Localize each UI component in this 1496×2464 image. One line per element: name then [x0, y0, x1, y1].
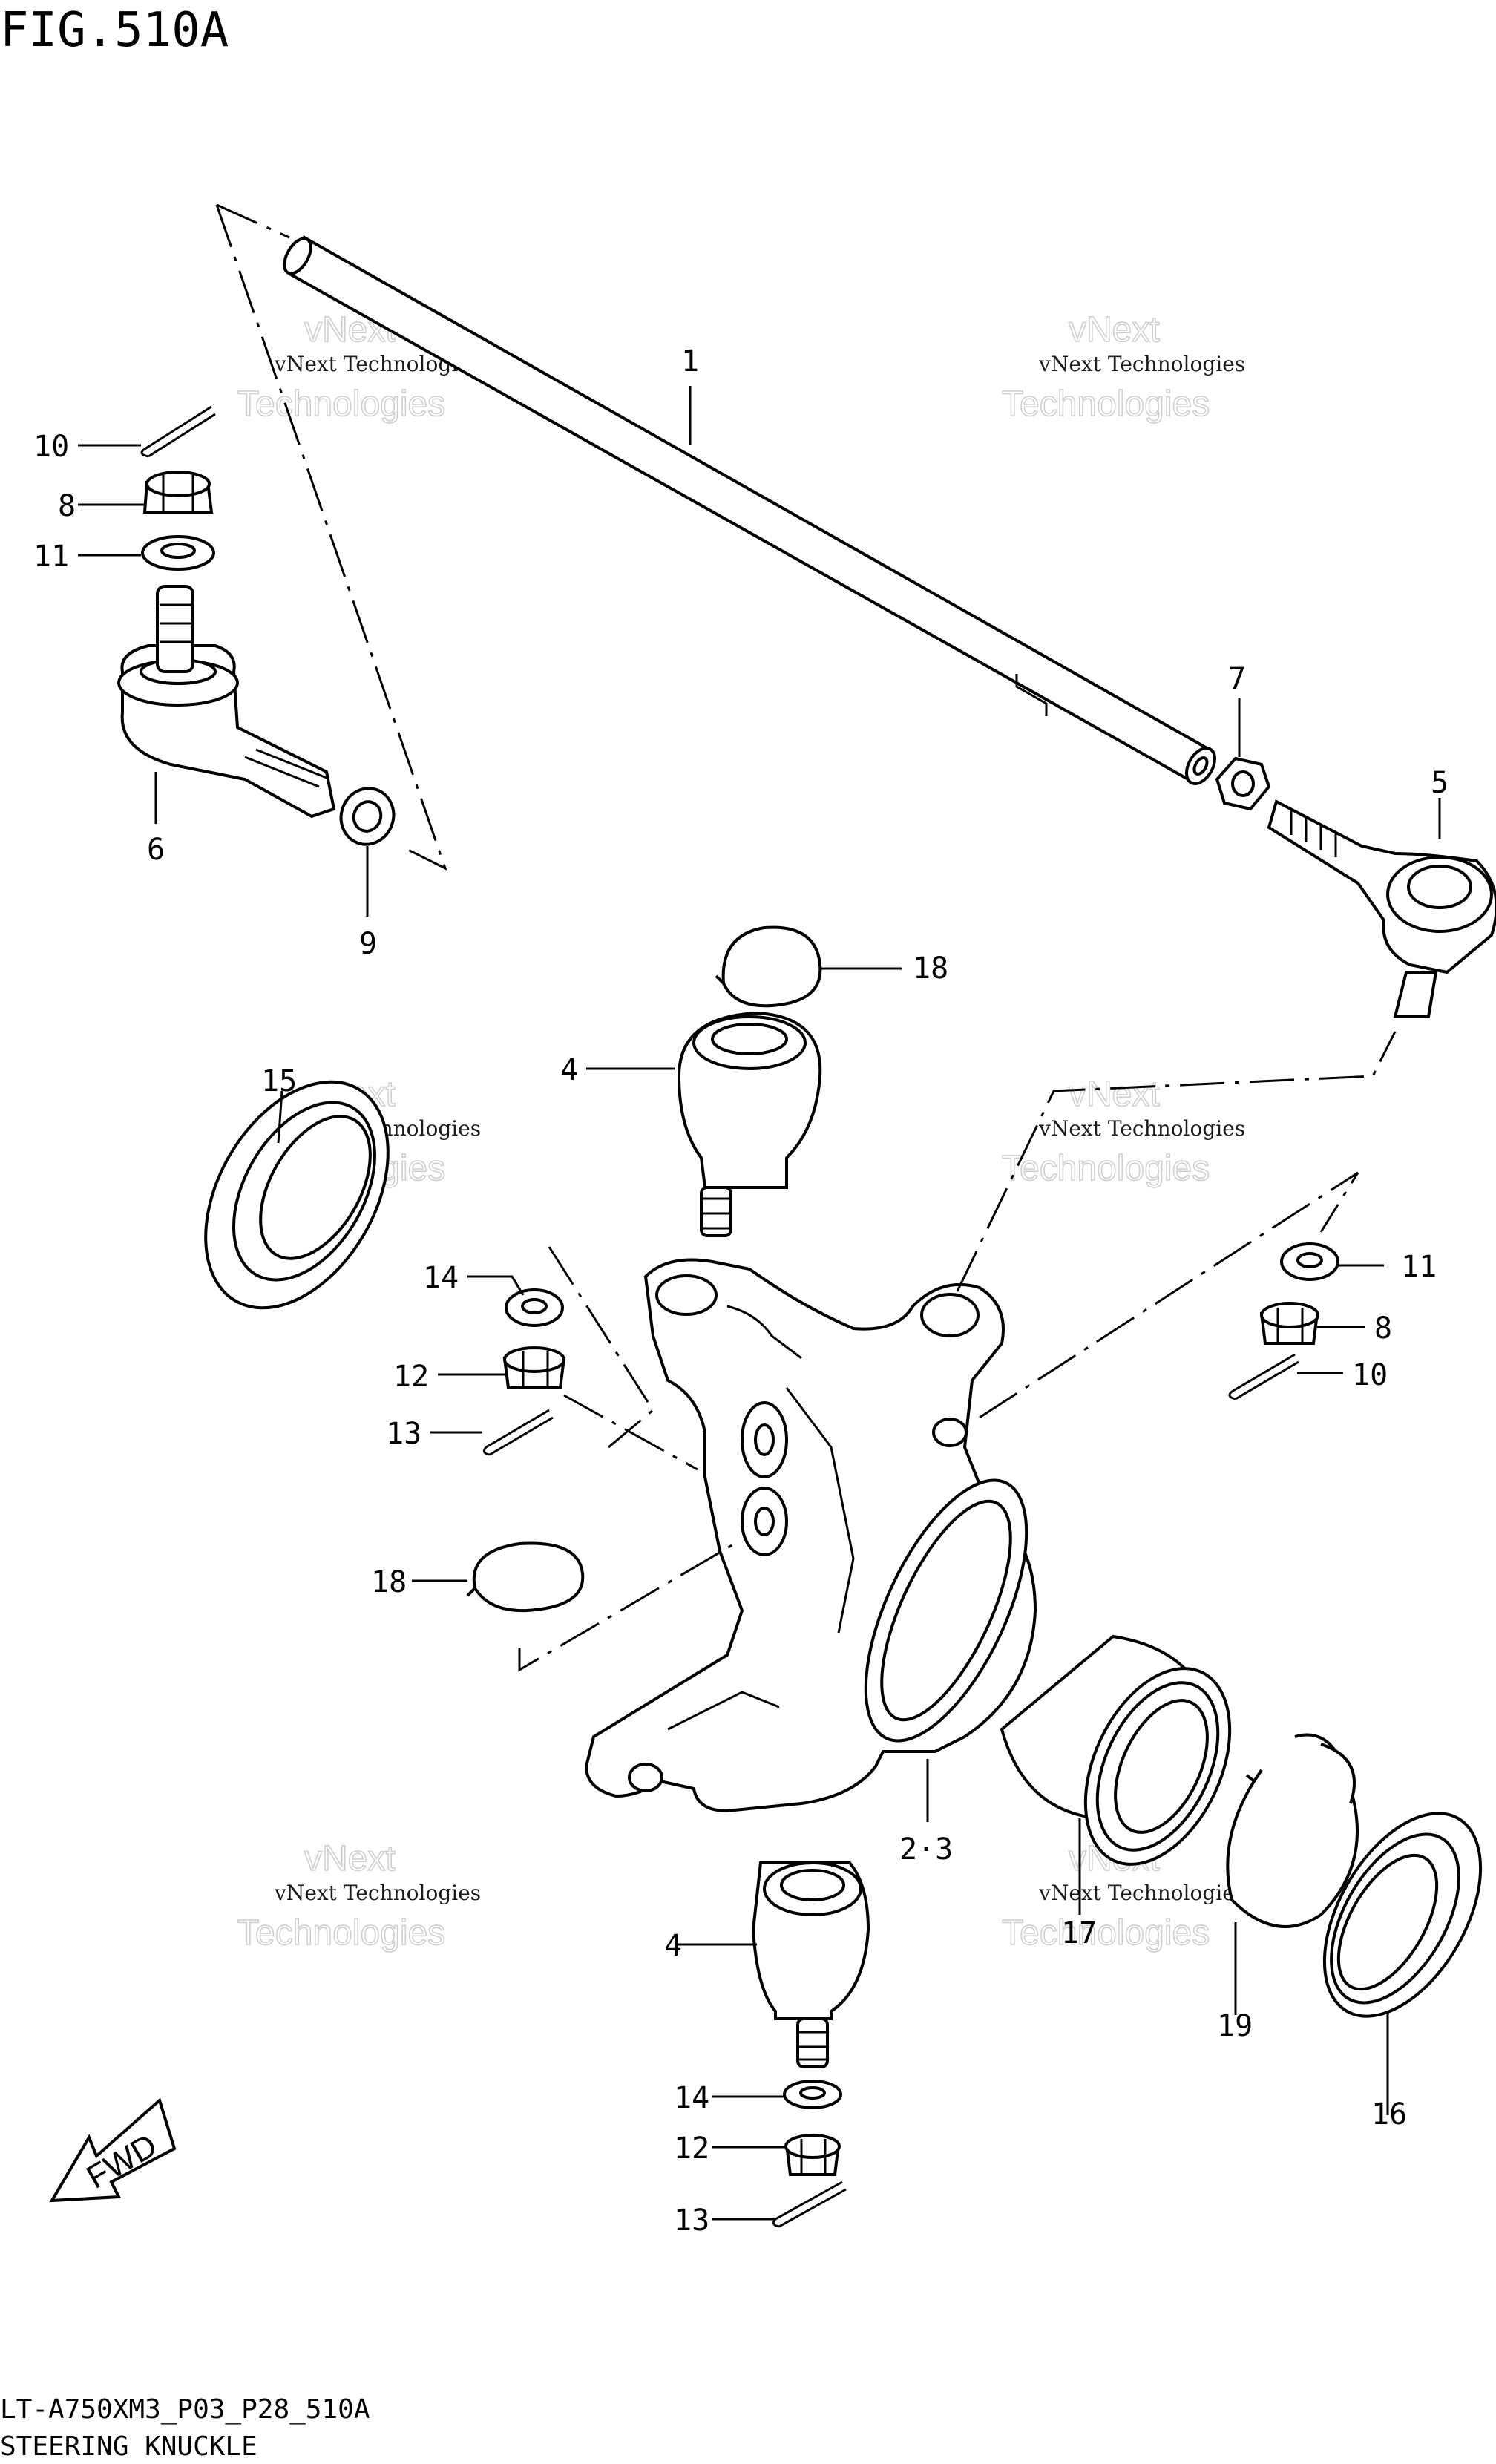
- bracket-triangle: [215, 203, 447, 871]
- section-name: STEERING KNUCKLE: [0, 2431, 257, 2462]
- connector-right-nut: [979, 1171, 1359, 1419]
- watermark-outline-top: vNext: [304, 1839, 396, 1878]
- watermark-outline-bottom: Technologies: [1002, 384, 1210, 424]
- cotter-pin-13-lower: [772, 2180, 847, 2228]
- watermark-outline-bottom: Technologies: [1002, 1149, 1210, 1188]
- castle-nut-12-upper: [502, 1346, 566, 1389]
- callout-4-top: 4: [560, 1053, 578, 1087]
- cotter-pin-10-right: [1228, 1353, 1299, 1400]
- tie-rod-end-left: [117, 585, 336, 819]
- snap-ring-lower-right: [1320, 1743, 1356, 1804]
- callout-2-3: 2·3: [899, 1832, 953, 1867]
- watermark-text: vNext Technologies: [1038, 1116, 1245, 1141]
- washer-11-left: [141, 535, 215, 571]
- callout-9: 9: [359, 927, 377, 961]
- ball-joint-4-top: [677, 1011, 822, 1237]
- callout-7: 7: [1228, 662, 1246, 696]
- leader-lines: [78, 386, 1441, 2221]
- callout-17: 17: [1061, 1916, 1097, 1950]
- cotter-pin-10-left: [140, 405, 216, 458]
- tie-rod: [283, 235, 1216, 785]
- callout-1: 1: [681, 344, 699, 379]
- callout-11-right: 11: [1401, 1250, 1437, 1284]
- callout-18-mid: 18: [371, 1565, 407, 1599]
- washer-14-lower: [783, 2080, 842, 2109]
- cotter-pin-13-upper: [482, 1409, 554, 1456]
- callout-13-upper: 13: [386, 1417, 421, 1451]
- model-code: LT-A750XM3_P03_P28_510A: [0, 2394, 370, 2425]
- watermark-outline-top: vNext: [1069, 1075, 1160, 1114]
- callout-10-left: 10: [33, 430, 69, 464]
- callout-14-lower: 14: [674, 2081, 709, 2115]
- wheel-bearing-17: [1000, 1634, 1232, 1866]
- connector-tie-rod-end: [956, 1031, 1397, 1292]
- castle-nut-12-lower: [784, 2134, 841, 2176]
- nut-7: [1215, 756, 1271, 811]
- callout-12-upper: 12: [393, 1360, 429, 1394]
- connector-cotter-upper: [563, 1394, 698, 1471]
- callout-10-right: 10: [1352, 1358, 1388, 1392]
- callout-19: 19: [1217, 2009, 1253, 2043]
- callout-11-left: 11: [33, 540, 69, 574]
- oil-seal-15: [204, 1080, 390, 1310]
- connector-upper-left: [548, 1246, 654, 1449]
- callout-4-bottom: 4: [664, 1929, 682, 1963]
- washer-11-right: [1280, 1242, 1339, 1281]
- callout-13-lower: 13: [674, 2203, 709, 2238]
- snap-ring-18-top: [715, 925, 822, 1008]
- fwd-arrow: FWD: [49, 2097, 177, 2203]
- callout-labels: 1 7 5 10 8 11 6 9 18 4 15 14 12 13 18 2·…: [33, 344, 1449, 2238]
- watermark-outline-bottom: Technologies: [237, 384, 445, 424]
- steering-knuckle: [584, 1258, 1037, 1813]
- callout-14-upper: 14: [423, 1261, 459, 1295]
- callout-5: 5: [1431, 766, 1449, 800]
- figure-title: FIG.510A: [0, 3, 229, 58]
- callout-16: 16: [1371, 2097, 1407, 2132]
- callout-8-left: 8: [58, 489, 76, 523]
- connector-snap-ring-mid: [518, 1542, 735, 1672]
- watermark-2: vNext vNext Technologies Technologies: [1001, 309, 1245, 425]
- watermark-4: vNext vNext Technologies Technologies: [1001, 1074, 1245, 1189]
- callout-18-top: 18: [913, 951, 948, 986]
- tie-rod-end-right: [1267, 799, 1496, 1018]
- washer-14-upper: [505, 1288, 564, 1327]
- watermark-outline-bottom: Technologies: [1002, 1913, 1210, 1953]
- ball-joint-4-bottom: [751, 1861, 870, 2068]
- watermark-5: vNext vNext Technologies Technologies: [237, 1838, 481, 1953]
- nut-9: [339, 787, 396, 846]
- oil-seal-16: [1322, 1812, 1483, 2018]
- castle-nut-8-left: [142, 471, 214, 514]
- watermark-text: vNext Technologies: [274, 1881, 481, 1905]
- callout-12-lower: 12: [674, 2132, 709, 2166]
- callout-6: 6: [147, 833, 165, 867]
- watermark-text: vNext Technologies: [1038, 352, 1245, 376]
- watermark-text: vNext Technologies: [1038, 1881, 1245, 1905]
- watermark-outline-top: vNext: [1069, 310, 1160, 350]
- callout-8-right: 8: [1374, 1311, 1392, 1346]
- callout-15: 15: [261, 1064, 297, 1098]
- castle-nut-8-right: [1259, 1302, 1319, 1345]
- watermark-outline-bottom: Technologies: [237, 1913, 445, 1953]
- snap-ring-18-mid: [466, 1541, 585, 1613]
